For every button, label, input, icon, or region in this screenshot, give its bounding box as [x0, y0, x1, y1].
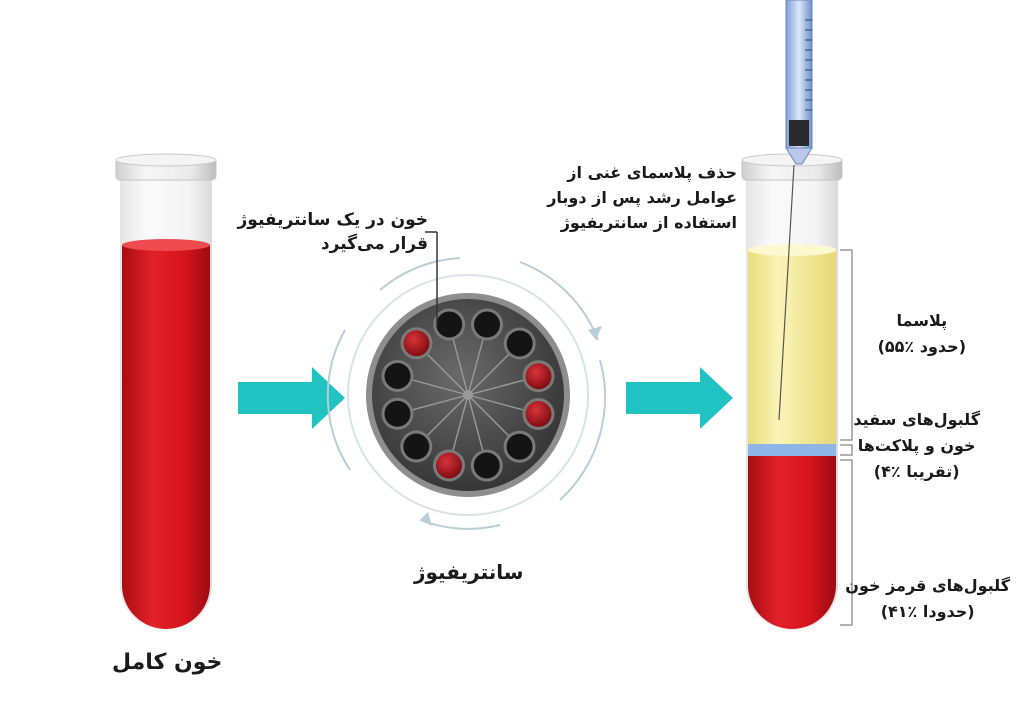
remove-plasma-label: حذف پلاسمای غنی از عوامل رشد پس از دوبار… [547, 163, 737, 232]
empty-slot [384, 400, 411, 427]
centrifuge-label: سانتریفیوژ [414, 560, 524, 584]
rotor-spoke [467, 337, 485, 396]
empty-slot [436, 311, 463, 338]
empty-slot [506, 433, 533, 460]
empty-slot [474, 311, 501, 338]
arrow-right-icon [626, 367, 733, 429]
rotor-spoke [452, 337, 469, 396]
centrifuge-rotor-icon [326, 257, 607, 530]
plasma-label: پلاسما (حدود ٪۵۵) [877, 311, 966, 356]
blood-sample-slot [403, 330, 430, 357]
rotor-spoke [467, 394, 511, 438]
separated-blood-tube [741, 153, 843, 631]
syringe-icon [778, 0, 813, 421]
empty-slot [403, 433, 430, 460]
whole-blood-tube [115, 153, 217, 631]
empty-slot [506, 330, 533, 357]
whole-blood-label: خون کامل [112, 650, 223, 675]
arrow-right-icon [238, 367, 345, 429]
rotor-spoke [410, 394, 469, 411]
rotor-spoke [410, 378, 469, 396]
buffy-coat-label: گلبول‌های سفید خون و پلاکت‌ها (تقریبا ٪۴… [853, 410, 980, 481]
rotor-spoke [467, 394, 484, 453]
rotor-spoke [467, 352, 511, 396]
empty-slot [384, 362, 411, 389]
layer-brackets [840, 249, 853, 626]
rotor-spoke [425, 394, 469, 438]
rotor-spoke [451, 394, 469, 453]
rotor-spoke [425, 352, 469, 396]
blood-sample-slot [435, 452, 462, 479]
rotor-spoke [467, 379, 526, 396]
blood-in-centrifuge-label: خون در یک سانتریفیوژ قرار می‌گیرد [237, 210, 428, 254]
blood-sample-slot [525, 401, 552, 428]
rotor-spoke [467, 394, 526, 412]
red-cells-label: گلبول‌های قرمز خون (حدودا ٪۴۱) [845, 576, 1010, 621]
empty-slot [473, 452, 500, 479]
blood-sample-slot [525, 363, 552, 390]
